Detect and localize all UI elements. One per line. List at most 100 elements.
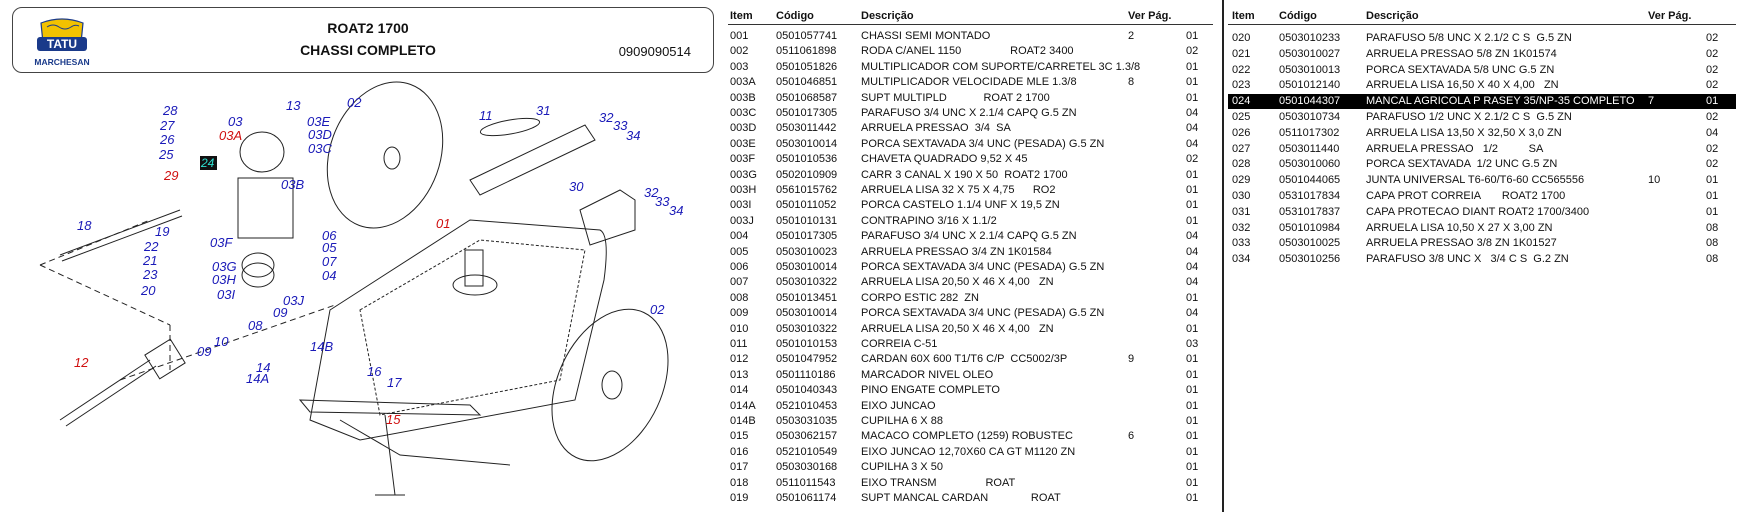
part-quantity: 04 <box>1186 230 1199 243</box>
part-description: EIXO JUNCAO 12,70X60 CA GT M1120 ZN <box>861 445 1076 458</box>
part-quantity: 01 <box>1186 60 1199 73</box>
svg-text:14A: 14A <box>246 371 269 386</box>
part-description: PORCA SEXTAVADA 3/4 UNC (PESADA) G.5 ZN <box>861 137 1105 150</box>
svg-text:12: 12 <box>74 355 89 370</box>
part-item-number: 029 <box>1232 174 1251 187</box>
part-description: PARAFUSO 3/4 UNC X 2.1/4 CAPQ G.5 ZN <box>861 230 1077 243</box>
part-item-number: 020 <box>1232 32 1251 44</box>
part-item-number: 014A <box>730 399 756 412</box>
part-item-number: 018 <box>730 476 749 489</box>
part-quantity: 01 <box>1186 199 1199 212</box>
svg-text:07: 07 <box>322 254 337 269</box>
part-item-number: 014B <box>730 415 756 427</box>
part-code: 0501017305 <box>776 230 838 243</box>
part-item-number: 022 <box>1232 63 1251 76</box>
part-description: MACACO COMPLETO (1259) ROBUSTEC <box>861 430 1073 443</box>
part-code: 0501040343 <box>776 384 838 397</box>
part-description: PORCA CASTELO 1.1/4 UNF X 19,5 ZN <box>861 199 1060 212</box>
part-quantity: 04 <box>1186 137 1199 150</box>
part-item-number: 002 <box>730 45 749 58</box>
part-item-number: 008 <box>730 291 749 304</box>
part-description: ARRUELA PRESSAO 5/8 ZN 1K01574 <box>1366 47 1557 60</box>
part-description: EIXO JUNCAO <box>861 399 936 412</box>
part-item-number: 028 <box>1232 158 1251 171</box>
part-item-number: 010 <box>730 322 749 335</box>
part-code: 0511061898 <box>776 45 837 58</box>
part-item-number: 019 <box>730 492 749 504</box>
svg-text:04: 04 <box>322 268 336 283</box>
part-item-number: 017 <box>730 461 749 474</box>
part-code: 0503010734 <box>1279 111 1341 123</box>
svg-text:32: 32 <box>644 185 659 200</box>
part-quantity: 01 <box>1186 322 1199 335</box>
part-description: SUPT MULTIPLD ROAT 2 1700 <box>861 91 1050 104</box>
svg-text:34: 34 <box>626 128 640 143</box>
part-quantity: 01 <box>1186 184 1199 196</box>
part-item-number: 009 <box>730 307 749 320</box>
part-code: 0503011440 <box>1279 142 1340 155</box>
part-quantity: 01 <box>1186 399 1199 412</box>
svg-text:08: 08 <box>248 318 263 333</box>
part-description: ARRUELA PRESSAO 1/2 SA <box>1366 142 1544 155</box>
svg-text:25: 25 <box>158 147 174 162</box>
part-description: ARRUELA LISA 20,50 X 46 X 4,00 ZN <box>861 276 1054 289</box>
svg-text:27: 27 <box>159 118 175 133</box>
part-quantity: 01 <box>1706 95 1719 108</box>
part-item-number: 033 <box>1232 237 1251 250</box>
part-quantity: 08 <box>1706 253 1719 266</box>
part-quantity: 01 <box>1186 461 1199 474</box>
part-quantity: 04 <box>1186 122 1199 135</box>
part-code: 0501051826 <box>776 60 838 73</box>
svg-text:02: 02 <box>347 95 362 110</box>
svg-text:03D: 03D <box>308 127 332 142</box>
part-item-number: 003C <box>730 107 757 119</box>
part-description: CAPA PROT CORREIA ROAT2 1700 <box>1366 190 1566 202</box>
